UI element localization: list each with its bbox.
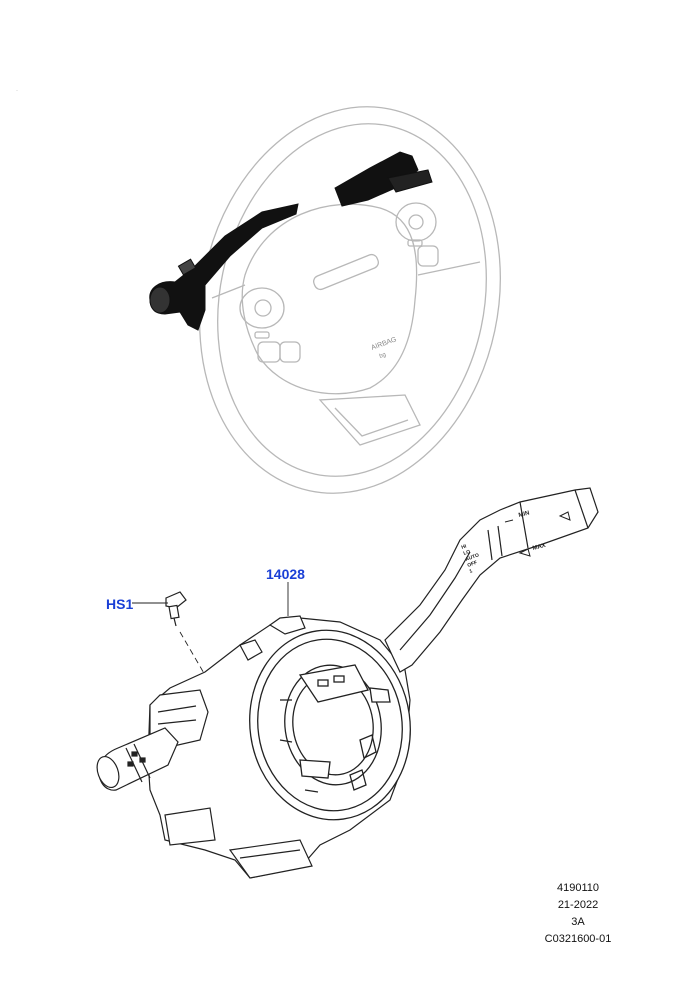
clockspring-ring <box>249 629 411 821</box>
wheel-stalk-left <box>149 203 299 331</box>
info-line-3: 3A <box>571 916 585 928</box>
leader-lines <box>132 582 289 676</box>
callout-hs1[interactable]: HS1 <box>106 596 134 612</box>
info-line-2: 21-2022 <box>557 899 599 911</box>
airbag-sub-label: bg <box>379 352 387 360</box>
airbag-label: AIRBAG <box>370 336 397 352</box>
stalk-label-single: 1 <box>469 568 474 575</box>
bolt-axis-line <box>179 631 206 676</box>
wiper-icon <box>504 511 571 557</box>
info-line-1: 4190110 <box>556 882 599 894</box>
steering-wheel <box>199 106 501 494</box>
stalk-label-max: MAX <box>532 543 546 552</box>
stalk-label-lo: LO <box>463 549 472 557</box>
stalk-label-min: MIN <box>518 510 530 518</box>
diagram-info-block: 4190110 21-2022 3A C0321600-01 <box>518 880 638 948</box>
wheel-stalk-right <box>334 151 433 207</box>
bolt-hs1 <box>165 591 187 627</box>
stalk-label-off: OFF <box>467 560 478 569</box>
stalk-label-auto: AUTO <box>465 552 480 562</box>
info-line-4: C0321600-01 <box>544 933 612 945</box>
corner-mark: · <box>16 88 18 94</box>
right-stalk <box>384 487 599 673</box>
stalk-label-hi: HI <box>461 543 468 551</box>
callout-14028[interactable]: 14028 <box>266 566 305 582</box>
left-stalk <box>96 727 179 791</box>
